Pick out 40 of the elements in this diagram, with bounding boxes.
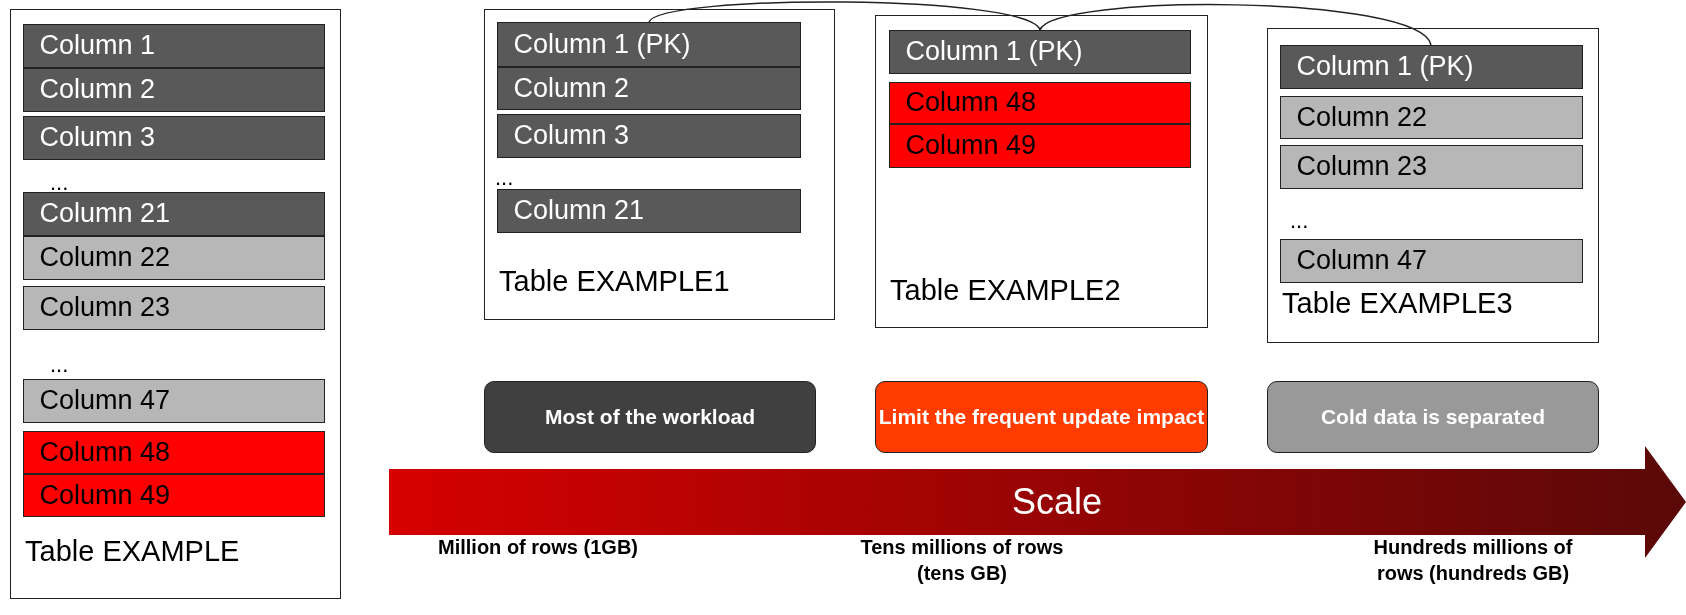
column-row: Column 48	[888, 81, 1191, 124]
table-box	[1267, 28, 1599, 343]
column-row: Column 3	[496, 113, 801, 158]
table-name: Table EXAMPLE1	[499, 265, 730, 298]
column-row: Column 21	[496, 188, 801, 233]
table-name: Table EXAMPLE2	[890, 274, 1121, 307]
column-row: Column 2	[496, 66, 801, 110]
note-box: Cold data is separated	[1267, 381, 1599, 453]
scale-note: Tens millions of rows (tens GB)	[859, 535, 1065, 586]
scale-note: Hundreds millions of rows (hundreds GB)	[1372, 535, 1574, 586]
column-row: Column 22	[1279, 95, 1583, 139]
table-box	[875, 15, 1208, 328]
column-row: Column 21	[22, 191, 325, 236]
connector-line	[648, 1, 1041, 31]
column-row: Column 23	[22, 285, 325, 330]
column-row: Column 47	[1279, 238, 1583, 283]
column-row: Column 3	[22, 115, 325, 160]
column-row: Column 48	[22, 430, 325, 474]
column-row: Column 2	[22, 67, 325, 112]
column-row: Column 22	[22, 235, 325, 280]
ellipsis: ...	[50, 352, 69, 378]
ellipsis: ...	[495, 165, 514, 191]
ellipsis: ...	[1290, 208, 1309, 234]
column-row: Column 1 (PK)	[888, 29, 1191, 74]
note-box: Limit the frequent update impact	[875, 381, 1208, 453]
connector-line	[1039, 4, 1432, 46]
table-box	[10, 9, 341, 599]
column-row: Column 23	[1279, 144, 1583, 189]
table-name: Table EXAMPLE	[25, 535, 240, 568]
note-box: Most of the workload	[484, 381, 816, 453]
scale-note: Million of rows (1GB)	[437, 535, 639, 560]
column-row: Column 1 (PK)	[496, 21, 801, 67]
column-row: Column 1	[22, 23, 325, 68]
column-row: Column 47	[22, 378, 325, 423]
column-row: Column 49	[888, 123, 1191, 168]
scale-label: Scale	[1010, 480, 1104, 524]
table-name: Table EXAMPLE3	[1282, 287, 1513, 320]
column-row: Column 1 (PK)	[1279, 44, 1583, 89]
table-box	[484, 9, 835, 320]
column-row: Column 49	[22, 473, 325, 517]
